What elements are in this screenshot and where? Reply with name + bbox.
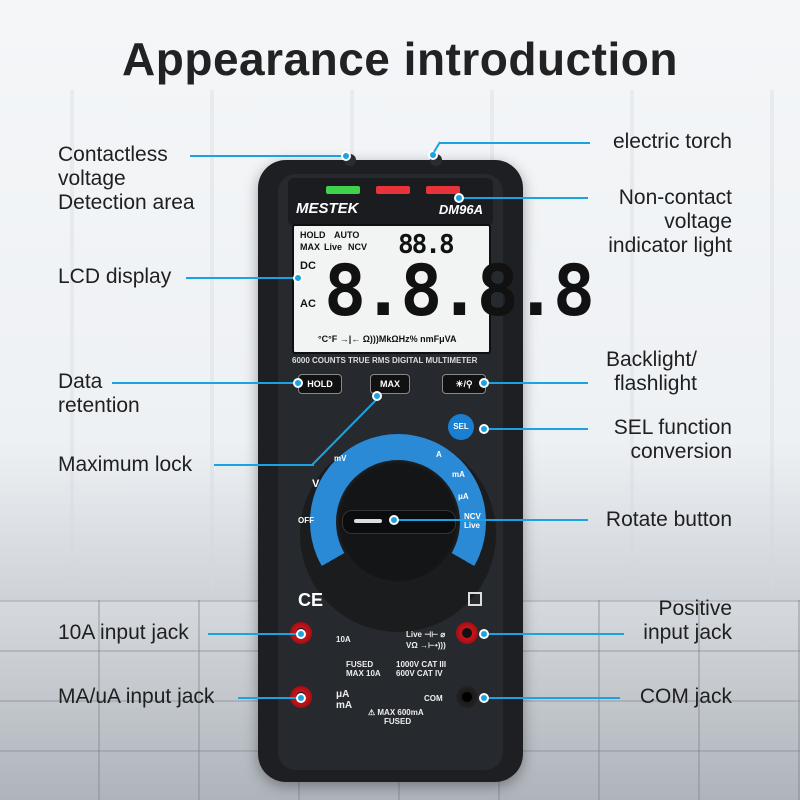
lcd-ncv: NCV xyxy=(348,242,368,252)
ce-mark: CE xyxy=(298,590,324,610)
led-green xyxy=(326,186,360,194)
dot-data-retention xyxy=(293,378,303,388)
dot-10a xyxy=(296,629,306,639)
label-10a-input-jack: 10A input jack xyxy=(58,621,189,644)
dial-off-label: OFF xyxy=(298,516,314,525)
lcd-hold: HOLD xyxy=(300,230,326,240)
label-lcd-display: LCD display xyxy=(58,265,172,288)
label-electric-torch: electric torch xyxy=(612,130,732,153)
dial-ma-label: mA xyxy=(452,470,465,479)
panel-ua: μA xyxy=(336,689,350,700)
panel-v-ohm: VΩ →⊢•))) xyxy=(406,641,446,650)
lcd-units: °C°F →|← Ω)))MkΩHz% nmFμVA xyxy=(318,334,457,344)
jack-positive[interactable] xyxy=(456,622,478,644)
dot-rotate xyxy=(389,515,399,525)
line-electric-torch-v xyxy=(433,141,441,153)
led-red-1 xyxy=(376,186,410,194)
brand-logo: MESTEK xyxy=(296,200,359,217)
line-backlight xyxy=(484,382,588,384)
led-red-2 xyxy=(426,186,460,194)
label-non-contact-indicator: Non-contact voltage indicator light xyxy=(608,186,732,257)
line-non-contact xyxy=(458,197,588,199)
line-10a xyxy=(208,633,300,635)
panel-com: COM xyxy=(424,694,443,703)
jack-com[interactable] xyxy=(456,686,478,708)
line-sel xyxy=(484,428,588,430)
lcd-main-digits: 8.8.8.8 xyxy=(324,250,595,332)
lcd-ac: AC xyxy=(300,298,316,310)
line-lcd xyxy=(186,277,298,279)
line-positive xyxy=(484,633,624,635)
lcd-screen: HOLD AUTO MAX Live NCV 88.8 DC AC 8.8.8.… xyxy=(292,224,595,354)
lcd-live: Live xyxy=(324,242,343,252)
line-maximum-lock-h xyxy=(214,464,314,466)
dial-ncv-label: NCV xyxy=(464,512,481,521)
dial-live-label: Live xyxy=(464,521,481,530)
lcd-dc: DC xyxy=(300,260,316,272)
panel-fused-max: MAX 10A xyxy=(346,669,381,678)
panel-fused-600: FUSED xyxy=(384,717,412,726)
label-sel-function: SEL function conversion xyxy=(613,416,732,463)
dot-com xyxy=(479,693,489,703)
max-button[interactable]: MAX xyxy=(370,374,410,394)
line-contactless xyxy=(190,155,346,157)
lcd-max: MAX xyxy=(300,242,320,252)
dot-non-contact xyxy=(454,193,464,203)
dot-contactless xyxy=(341,151,351,161)
label-ma-ua-input-jack: MA/uA input jack xyxy=(58,685,215,708)
line-rotate xyxy=(394,519,588,521)
panel-cat3: 1000V CAT III xyxy=(396,660,447,669)
lcd-auto: AUTO xyxy=(334,230,360,240)
dot-sel xyxy=(479,424,489,434)
label-rotate-button: Rotate button xyxy=(605,508,732,531)
line-ma-ua xyxy=(238,697,300,699)
line-com xyxy=(484,697,620,699)
dot-backlight xyxy=(479,378,489,388)
indicator-strip: MESTEK DM96A xyxy=(288,178,493,226)
dot-lcd xyxy=(293,273,303,283)
label-positive-input-jack: Positive input jack xyxy=(643,597,732,644)
dot-positive xyxy=(479,629,489,639)
model-name: DM96A xyxy=(438,202,483,217)
sel-button[interactable]: SEL xyxy=(448,414,474,440)
panel-live: Live ⊣⊢ ⌀ xyxy=(406,630,446,639)
line-maximum-lock-diag xyxy=(311,397,379,466)
dial-mv-label: mV xyxy=(334,454,347,463)
panel-fused: FUSED xyxy=(346,660,374,669)
dial-v-label: V xyxy=(312,478,320,490)
dot-electric-torch xyxy=(428,150,438,160)
knob-pointer xyxy=(354,519,382,523)
lcd-secondary-digits: 88.8 xyxy=(398,230,455,260)
multimeter-device: MESTEK DM96A HOLD AUTO MAX Live NCV 88.8… xyxy=(258,154,595,782)
dot-ma-ua xyxy=(296,693,306,703)
dial-a-label: A xyxy=(436,450,442,459)
line-data-retention xyxy=(112,382,298,384)
panel-10a: 10A xyxy=(336,635,351,644)
label-data-retention: Data retention xyxy=(58,370,140,417)
label-backlight: Backlight/ flashlight xyxy=(605,348,697,395)
panel-ma: mA xyxy=(336,700,353,711)
line-electric-torch xyxy=(440,142,590,144)
spec-text: 6000 COUNTS TRUE RMS DIGITAL MULTIMETER xyxy=(292,356,478,365)
panel-cat4: 600V CAT IV xyxy=(396,669,443,678)
panel-max-600ma: ⚠ MAX 600mA xyxy=(368,708,424,717)
label-com-jack: COM jack xyxy=(639,685,732,708)
dial-ua-label: μA xyxy=(458,492,469,501)
double-insulation-mark xyxy=(468,592,482,606)
label-maximum-lock: Maximum lock xyxy=(58,453,193,476)
page-title: Appearance introduction xyxy=(122,33,678,85)
label-contactless: Contactless voltage Detection area xyxy=(58,143,195,214)
dot-maximum-lock xyxy=(372,391,382,401)
